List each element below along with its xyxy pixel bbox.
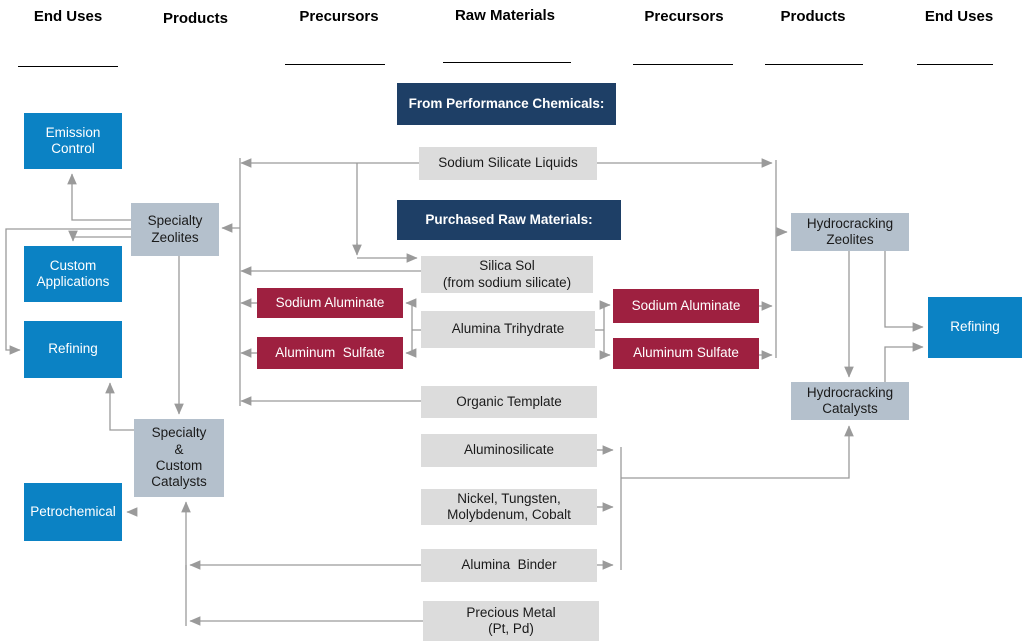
- end-use-custom-applications[interactable]: Custom Applications: [24, 246, 122, 302]
- end-use-petrochemical[interactable]: Petrochemical: [24, 483, 122, 541]
- precursor-left-sodium-aluminate[interactable]: Sodium Aluminate: [257, 288, 403, 318]
- section-title-from-performance-chemicals: From Performance Chemicals:: [397, 83, 616, 125]
- column-header-raw-materials: Raw Materials: [454, 7, 556, 24]
- column-header-products-left: Products: [162, 10, 228, 27]
- raw-material-sodium-silicate-liquids[interactable]: Sodium Silicate Liquids: [419, 147, 597, 180]
- precursor-left-aluminum-sulfate[interactable]: Aluminum Sulfate: [257, 337, 403, 369]
- raw-material-alumina-trihydrate[interactable]: Alumina Trihydrate: [421, 311, 595, 348]
- header-rule-end-uses-right: [917, 64, 993, 65]
- header-rule-precursors-right: [633, 64, 733, 65]
- precursor-right-aluminum-sulfate[interactable]: Aluminum Sulfate: [613, 338, 759, 369]
- header-rule-raw-materials: [443, 62, 571, 63]
- header-rule-products-right: [765, 64, 863, 65]
- column-header-end-uses-right: End Uses: [924, 8, 994, 25]
- column-header-end-uses-left: End Uses: [33, 8, 103, 25]
- header-rule-end-uses-left: [18, 66, 118, 67]
- product-hydrocracking-catalysts[interactable]: Hydrocracking Catalysts: [791, 382, 909, 420]
- end-use-refining-right[interactable]: Refining: [928, 297, 1022, 358]
- section-title-purchased-raw-materials: Purchased Raw Materials:: [397, 200, 621, 240]
- column-header-precursors-right: Precursors: [644, 8, 724, 25]
- product-specialty-zeolites[interactable]: Specialty Zeolites: [131, 203, 219, 256]
- raw-material-alumina-binder[interactable]: Alumina Binder: [421, 549, 597, 582]
- precursor-right-sodium-aluminate[interactable]: Sodium Aluminate: [613, 289, 759, 323]
- raw-material-organic-template[interactable]: Organic Template: [421, 386, 597, 418]
- column-header-products-right: Products: [780, 8, 846, 25]
- end-use-emission-control[interactable]: Emission Control: [24, 113, 122, 169]
- product-specialty-and-custom-catalysts[interactable]: Specialty & Custom Catalysts: [134, 419, 224, 497]
- raw-material-nickel-tungsten-molybdenum-cobalt[interactable]: Nickel, Tungsten, Molybdenum, Cobalt: [421, 489, 597, 525]
- product-hydrocracking-zeolites[interactable]: Hydrocracking Zeolites: [791, 213, 909, 251]
- raw-material-precious-metal[interactable]: Precious Metal (Pt, Pd): [423, 601, 599, 641]
- raw-material-aluminosilicate[interactable]: Aluminosilicate: [421, 434, 597, 467]
- end-use-refining-left[interactable]: Refining: [24, 321, 122, 378]
- column-header-precursors-left: Precursors: [299, 8, 379, 25]
- header-rule-precursors-left: [285, 64, 385, 65]
- raw-material-silica-sol[interactable]: Silica Sol (from sodium silicate): [421, 256, 593, 293]
